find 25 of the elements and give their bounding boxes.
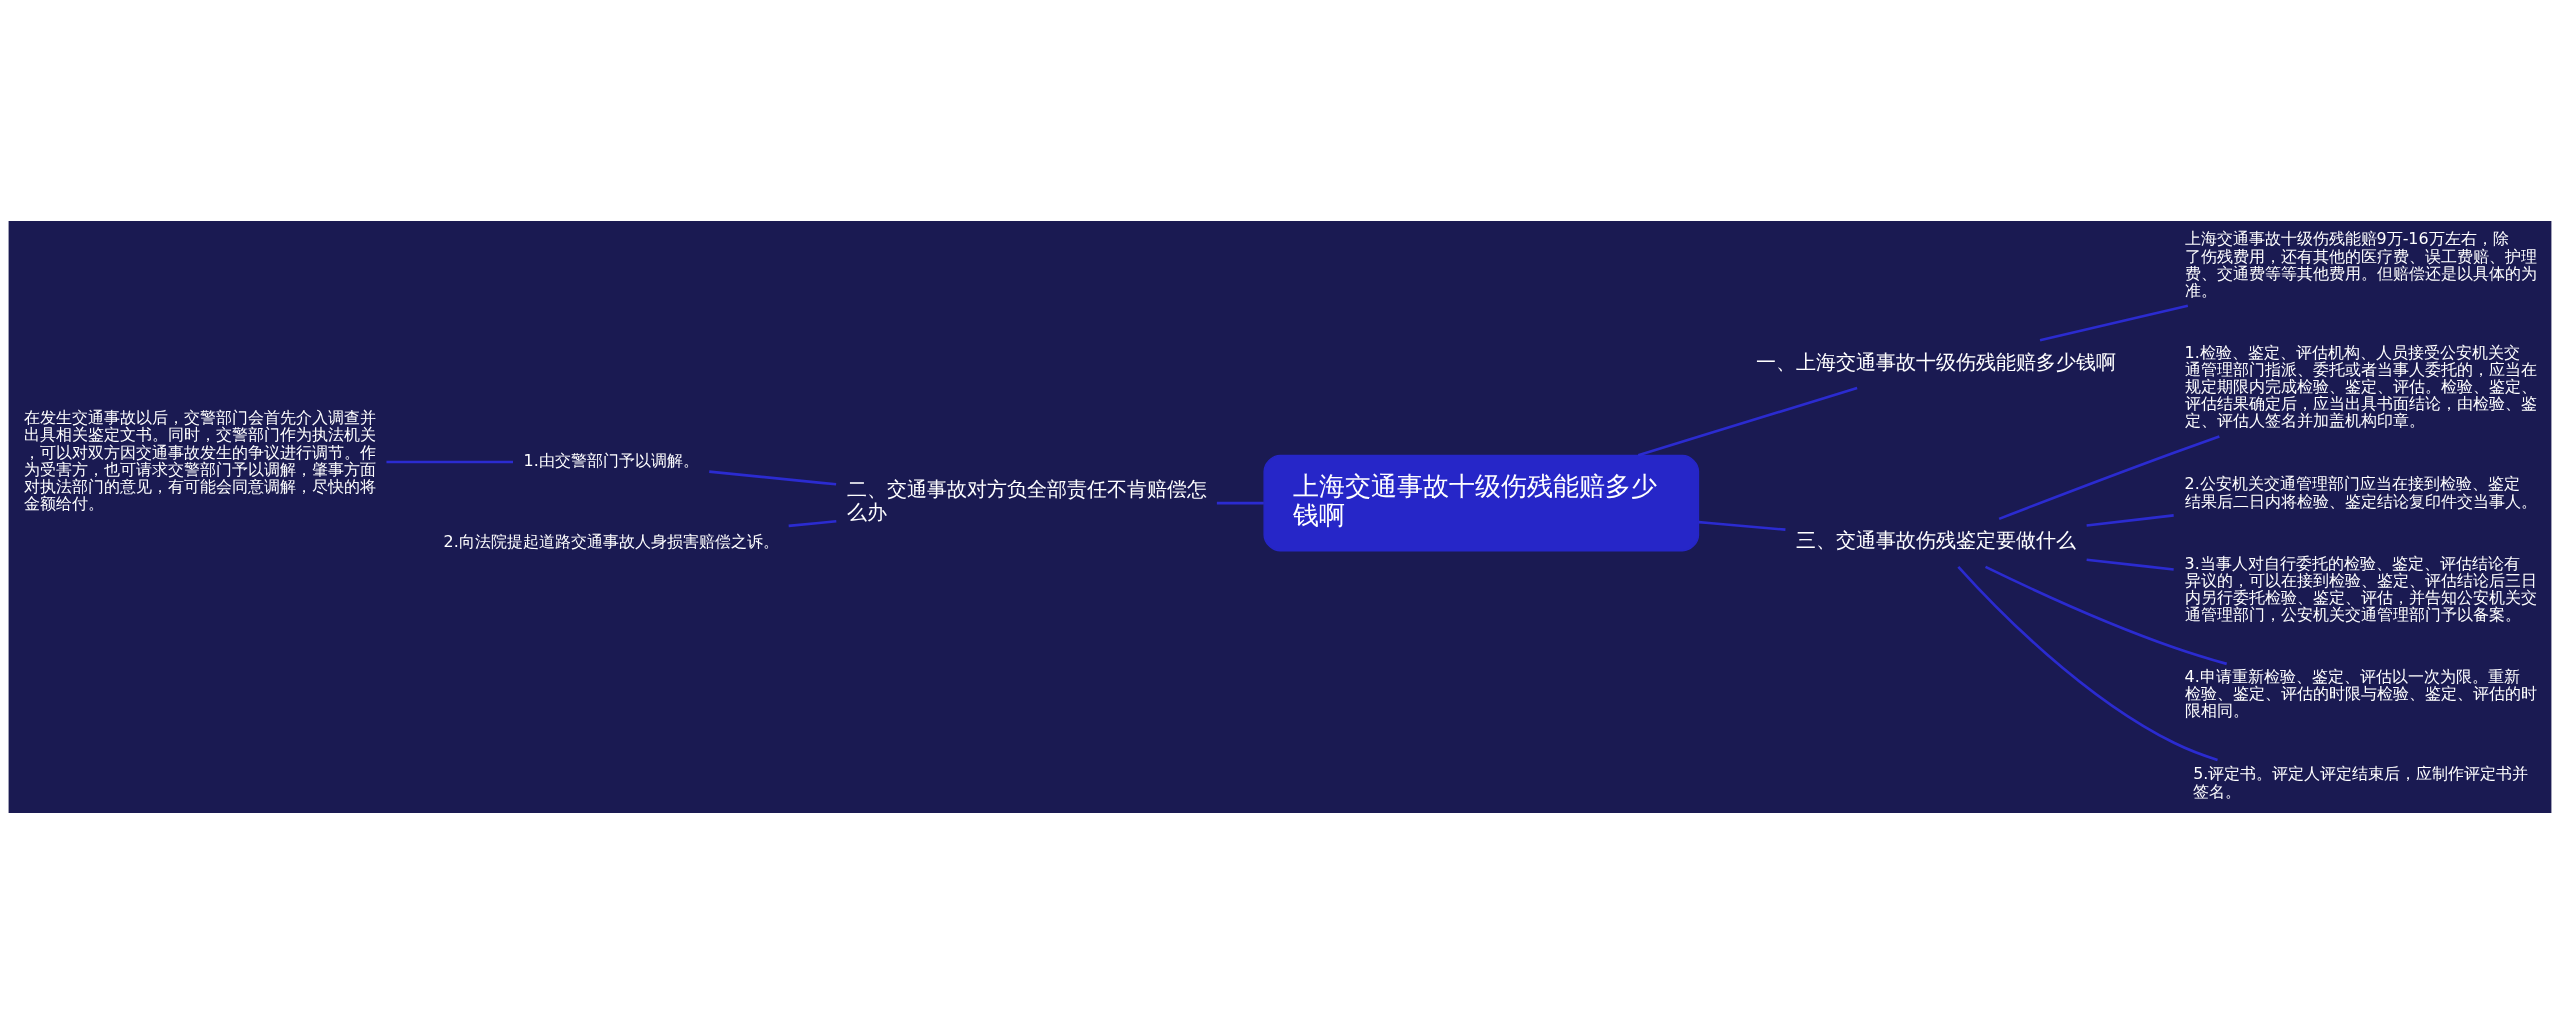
node-text: 三、交通事故伤残鉴定要做什么 bbox=[1796, 528, 2077, 552]
node-box: 上海交通事故十级伤残能赔多少钱啊 bbox=[1263, 454, 1700, 551]
connector bbox=[2086, 513, 2174, 527]
connector bbox=[709, 469, 837, 486]
connector bbox=[1998, 434, 2220, 520]
node-text: 2.公安机关交通管理部门应当在接到检验、鉴定结果后二日内将检验、鉴定结论复印件交当事人。 bbox=[2184, 473, 2537, 511]
node-text: 4.申请重新检验、鉴定、评估以一次为限。重新检验、鉴定、评估的时限与检验、鉴定、评估的时限相同。 bbox=[2184, 666, 2537, 720]
connector bbox=[1637, 386, 1858, 456]
node-text: 1.检验、鉴定、评估机构、人员接受公安机关交通管理部门指派、委托或者当事人委托的，应当在规定期限内完成检验、鉴定、评估。检验、鉴定、评估结果确定后，应当出具书面结论，由检验、鉴定、评估人签名并加盖机构印章。 bbox=[2184, 342, 2537, 430]
connector bbox=[1698, 520, 1786, 531]
node-text: 一、上海交通事故十级伤残能赔多少钱啊 bbox=[1756, 350, 2117, 374]
connector bbox=[2086, 557, 2174, 571]
node-text: 3.当事人对自行委托的检验、鉴定、评估结论有异议的，可以在接到检验、鉴定、评估结论后三日内另行委托检验、鉴定、评估，并告知公安机关交通管理部门，公安机关交通管理部门予以备案。 bbox=[2184, 553, 2537, 624]
node-text: 上海交通事故十级伤残能赔9万-16万左右，除了伤残费用，还有其他的医疗费、误工费赔、护理费、交通费等等其他费用。但赔偿还是以具体的为准。 bbox=[2184, 228, 2537, 300]
node-text: 5.评定书。评定人评定结束后，应制作评定书并签名。 bbox=[2193, 763, 2529, 801]
node-text: 二、交通事故对方负全部责任不肯赔偿怎么办 bbox=[846, 477, 1207, 524]
node-text: 2.向法院提起道路交通事故人身损害赔偿之诉。 bbox=[443, 531, 779, 551]
connector bbox=[1957, 565, 2218, 761]
connector bbox=[2039, 304, 2189, 341]
connector bbox=[1984, 565, 2228, 665]
connector bbox=[386, 460, 513, 463]
node-text: 在发生交通事故以后，交警部门会首先介入调查并出具相关鉴定文书。同时，交警部门作为执法机关，可以对双方因交通事故发生的争议进行调节。作为受害方，也可请求交警部门予以调解，肇事方面对执法部门的意见，有可能会同意调解，尽快的将金额给付。 bbox=[24, 407, 377, 513]
connector bbox=[788, 519, 837, 527]
connector bbox=[1216, 501, 1264, 504]
node-text: 1.由交警部门予以调解。 bbox=[523, 450, 699, 470]
